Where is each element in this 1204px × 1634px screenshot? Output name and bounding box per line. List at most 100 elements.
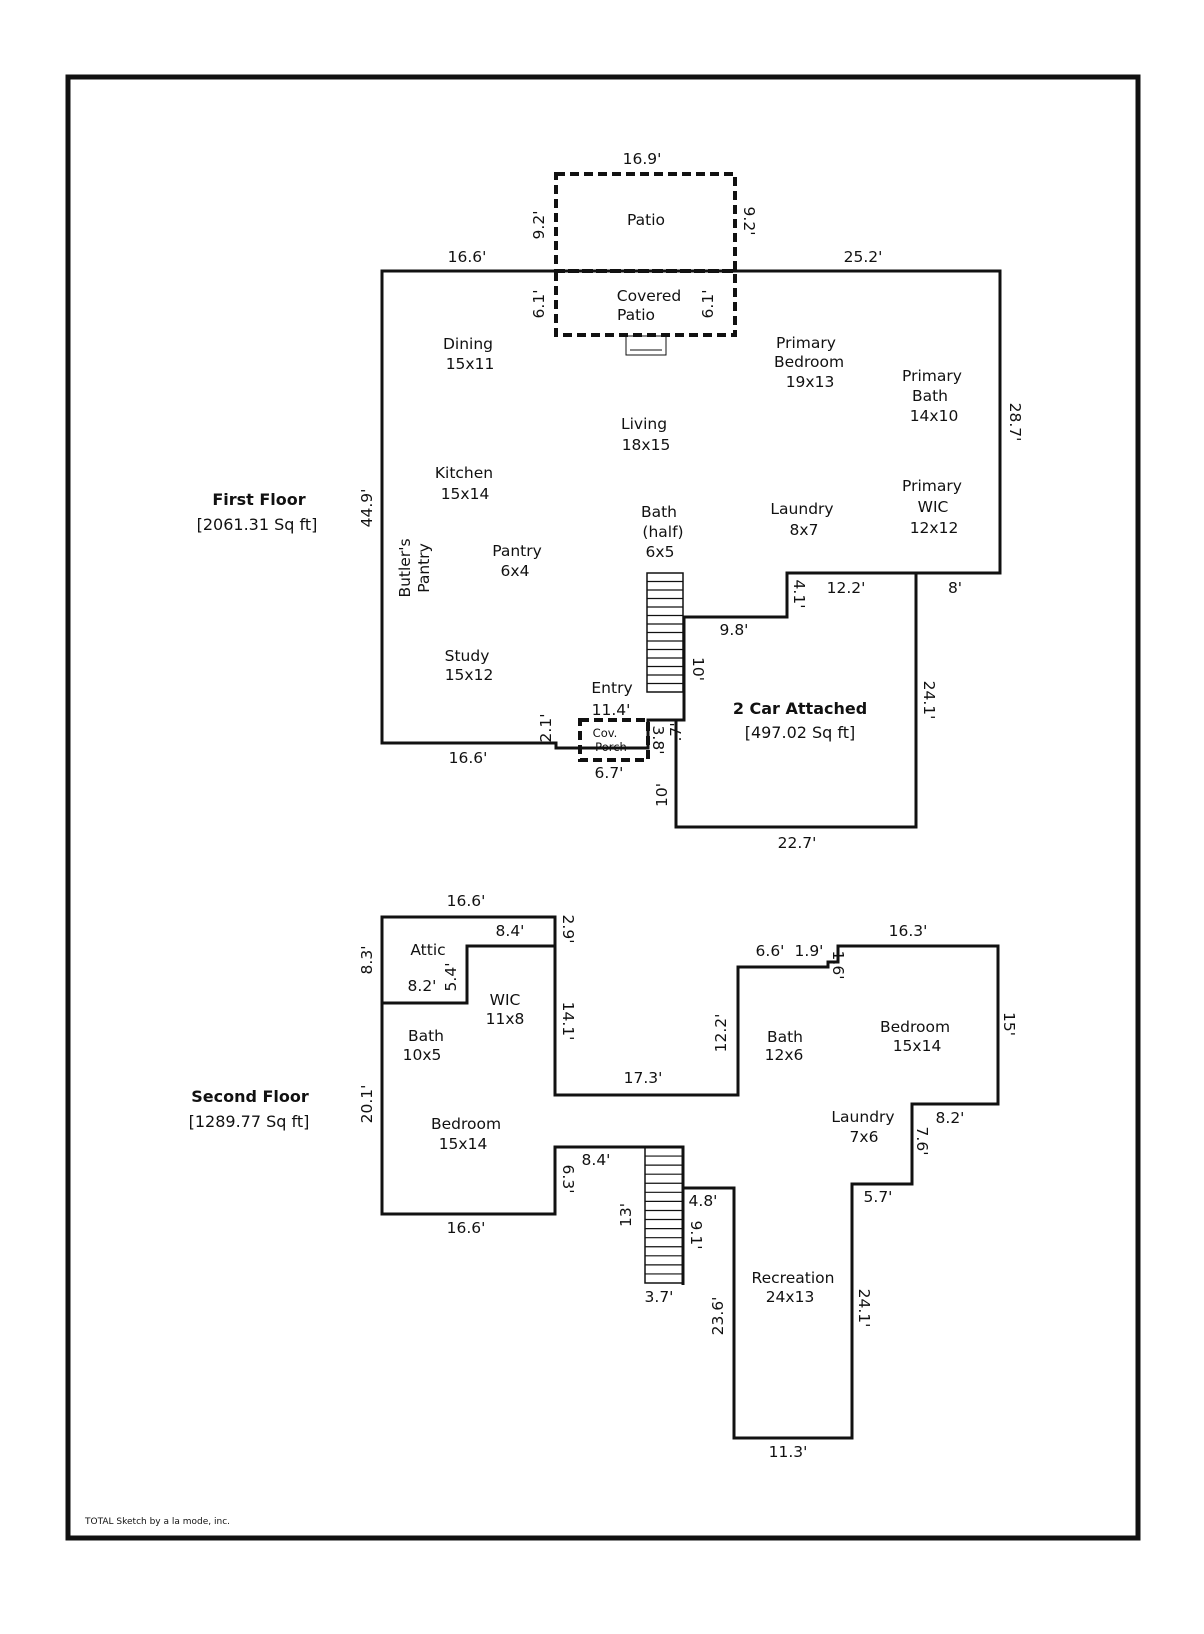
dim2-54: 5.4' bbox=[442, 963, 460, 992]
bedroom-left-size: 15x14 bbox=[439, 1135, 488, 1153]
patio-label: Patio bbox=[627, 211, 665, 229]
kitchen-label: Kitchen bbox=[435, 464, 493, 482]
dim-top-right: 25.2' bbox=[844, 248, 883, 266]
dim-porch-21: 2.1' bbox=[537, 714, 555, 743]
laundry-2-size: 7x6 bbox=[850, 1128, 879, 1146]
kitchen-size: 15x14 bbox=[441, 485, 490, 503]
dim2-82b: 8.2' bbox=[936, 1109, 965, 1127]
primary-bedroom-label-2: Bedroom bbox=[774, 353, 844, 371]
page-border bbox=[65, 74, 1141, 1541]
second-floor-title: Second Floor bbox=[191, 1087, 309, 1106]
primary-bath-label-1: Primary bbox=[902, 367, 962, 385]
dim2-66: 6.6' bbox=[756, 942, 785, 960]
dim2-bottom-left: 16.6' bbox=[447, 1219, 486, 1237]
second-floor-outline bbox=[380, 915, 1000, 1440]
dim2-141: 14.1' bbox=[559, 1002, 577, 1041]
dim2-236: 23.6' bbox=[709, 1297, 727, 1336]
first-floor-stair-treads bbox=[647, 580, 683, 685]
study-label: Study bbox=[445, 647, 490, 665]
dim-step-98: 9.8' bbox=[720, 621, 749, 639]
dim2-122: 12.2' bbox=[712, 1014, 730, 1053]
cov-porch-outline bbox=[578, 718, 650, 762]
bath-left-label: Bath bbox=[408, 1027, 444, 1045]
first-floor-outline bbox=[380, 269, 1002, 750]
dim2-attic-84: 8.4' bbox=[496, 922, 525, 940]
dim2-76: 7.6' bbox=[913, 1127, 931, 1156]
cov-porch-label-1: Cov. bbox=[593, 726, 618, 740]
cov-porch-label-2: Porch bbox=[595, 740, 627, 754]
laundry-2-label: Laundry bbox=[831, 1108, 894, 1126]
bedroom-right-size: 15x14 bbox=[893, 1037, 942, 1055]
dim-right-upper: 28.7' bbox=[1006, 403, 1024, 442]
credit-text: TOTAL Sketch by a la mode, inc. bbox=[84, 1517, 230, 1527]
dim2-91: 9.1' bbox=[687, 1221, 705, 1250]
dim-porch-38: 3.8' bbox=[649, 726, 667, 755]
dim-step-122: 12.2' bbox=[827, 579, 866, 597]
bath-left-size: 10x5 bbox=[403, 1046, 442, 1064]
bedroom-left-label: Bedroom bbox=[431, 1115, 501, 1133]
dim-bottom-left: 16.6' bbox=[449, 749, 488, 767]
bath-half-label-2: (half) bbox=[642, 523, 683, 541]
first-floor-title: First Floor bbox=[212, 490, 305, 509]
butlers-pantry-label-2: Pantry bbox=[415, 543, 433, 593]
dim2-left-201: 20.1' bbox=[358, 1085, 376, 1124]
covered-patio-label-2: Patio bbox=[617, 306, 655, 324]
dim2-15: 15' bbox=[1000, 1012, 1018, 1036]
dim2-19: 1.9' bbox=[795, 942, 824, 960]
attic-label: Attic bbox=[410, 941, 445, 959]
dim2-29: 2.9' bbox=[559, 915, 577, 944]
first-floor-area: [2061.31 Sq ft] bbox=[197, 515, 318, 534]
dim2-163: 16.3' bbox=[889, 922, 928, 940]
patio-step bbox=[625, 335, 667, 356]
dim-garage-left: 10' bbox=[653, 783, 671, 807]
dim2-13: 13' bbox=[617, 1203, 635, 1227]
dim2-63: 6.3' bbox=[559, 1165, 577, 1194]
primary-bedroom-size: 19x13 bbox=[786, 373, 835, 391]
dim-entry-114: 11.4' bbox=[592, 701, 631, 719]
attic-wall bbox=[382, 944, 555, 1005]
study-size: 15x12 bbox=[445, 666, 494, 684]
primary-bath-size: 14x10 bbox=[910, 407, 959, 425]
primary-wic-size: 12x12 bbox=[910, 519, 959, 537]
dim2-173: 17.3' bbox=[624, 1069, 663, 1087]
bath-mid-size: 12x6 bbox=[765, 1046, 804, 1064]
dim-cpatio-left: 6.1' bbox=[530, 290, 548, 319]
primary-bath-label-2: Bath bbox=[912, 387, 948, 405]
dim2-241: 24.1' bbox=[855, 1289, 873, 1328]
dim-stair-10: 10' bbox=[689, 657, 707, 681]
dim2-48: 4.8' bbox=[689, 1192, 718, 1210]
recreation-size: 24x13 bbox=[766, 1288, 815, 1306]
dim-porch-67: 6.7' bbox=[595, 764, 624, 782]
living-label: Living bbox=[621, 415, 667, 433]
primary-wic-label-2: WIC bbox=[918, 498, 949, 516]
dim-step-8: 8' bbox=[948, 579, 962, 597]
dim-cpatio-right: 6.1' bbox=[699, 290, 717, 319]
dim-garage-bottom: 22.7' bbox=[778, 834, 817, 852]
dim-porch-7: .7' bbox=[667, 722, 685, 741]
wic-size: 11x8 bbox=[486, 1010, 525, 1028]
garage-title: 2 Car Attached bbox=[733, 699, 867, 718]
garage-outline bbox=[674, 573, 918, 829]
dim2-16: 1.6' bbox=[829, 951, 847, 980]
dim2-113: 11.3' bbox=[769, 1443, 808, 1461]
dining-size: 15x11 bbox=[446, 355, 495, 373]
bedroom-right-label: Bedroom bbox=[880, 1018, 950, 1036]
laundry-label: Laundry bbox=[770, 500, 833, 518]
garage-area: [497.02 Sq ft] bbox=[745, 723, 856, 742]
pantry-label: Pantry bbox=[492, 542, 542, 560]
second-floor-stair-treads bbox=[645, 1155, 683, 1275]
primary-bedroom-label-1: Primary bbox=[776, 334, 836, 352]
laundry-size: 8x7 bbox=[790, 521, 819, 539]
living-size: 18x15 bbox=[622, 436, 671, 454]
bath-half-label-1: Bath bbox=[641, 503, 677, 521]
dim2-top: 16.6' bbox=[447, 892, 486, 910]
dim-patio-top: 16.9' bbox=[623, 150, 662, 168]
first-floor: First Floor [2061.31 Sq ft] Patio Covere… bbox=[197, 150, 1024, 852]
second-floor-area: [1289.77 Sq ft] bbox=[189, 1112, 310, 1131]
recreation-label: Recreation bbox=[752, 1269, 835, 1287]
dim-top-left: 16.6' bbox=[448, 248, 487, 266]
primary-wic-label-1: Primary bbox=[902, 477, 962, 495]
dim-step-41: 4.1' bbox=[790, 580, 808, 609]
dim-left: 44.9' bbox=[358, 489, 376, 528]
